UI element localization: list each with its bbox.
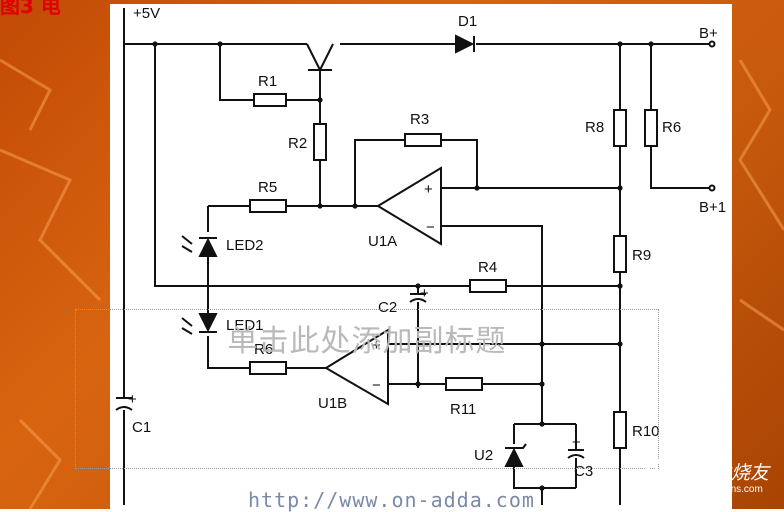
subtitle-placeholder-text: 单击此处添加副标题 xyxy=(227,324,507,359)
svg-text:+: + xyxy=(572,434,581,451)
svg-text:−: − xyxy=(426,219,435,236)
label-r9: R9 xyxy=(632,247,651,264)
label-r10: R10 xyxy=(632,423,660,440)
label-u2: U2 xyxy=(474,447,493,464)
label-r1: R1 xyxy=(258,73,277,90)
svg-text:−: − xyxy=(372,377,381,394)
label-r11: R11 xyxy=(450,401,476,418)
svg-text:+: + xyxy=(420,285,429,302)
svg-text:+: + xyxy=(424,181,433,198)
svg-text:+: + xyxy=(372,337,381,354)
source-url: http://www.on-adda.com xyxy=(248,488,535,512)
svg-text:+: + xyxy=(128,391,137,408)
label-r5: R5 xyxy=(258,179,277,196)
label-r6-left: R6 xyxy=(254,341,273,358)
circuit-diagram: + − + − + + + +5V D1 B+ B+1 R1 R2 R3 R5 … xyxy=(115,5,726,505)
label-c2: C2 xyxy=(378,299,397,316)
slide-title: 图3 电 xyxy=(0,0,61,18)
output-label-b1: B+1 xyxy=(699,199,726,216)
circuit-figure: + − + − + + + +5V D1 B+ B+1 R1 R2 R3 R5 … xyxy=(110,4,732,509)
subtitle-placeholder[interactable]: 单击此处添加副标题 xyxy=(75,309,659,469)
label-r2: R2 xyxy=(288,135,307,152)
logo-name: 电子发烧友 xyxy=(674,462,770,484)
label-r6: R6 xyxy=(662,119,681,136)
label-r3: R3 xyxy=(410,111,429,128)
logo-domain: www.elecfans.com xyxy=(680,484,763,495)
label-u1a: U1A xyxy=(368,233,397,250)
label-led2: LED2 xyxy=(226,237,264,254)
label-d1: D1 xyxy=(458,13,477,30)
output-label-b: B+ xyxy=(699,25,718,42)
label-u1b: U1B xyxy=(318,395,347,412)
elecfans-logo: 电子发烧友 www.elecfans.com xyxy=(636,452,782,504)
label-led1: LED1 xyxy=(226,317,264,334)
power-label: +5V xyxy=(133,5,160,22)
label-r8: R8 xyxy=(585,119,604,136)
label-c1: C1 xyxy=(132,419,151,436)
label-r4: R4 xyxy=(478,259,497,276)
label-c3: C3 xyxy=(574,463,593,480)
logo-icon xyxy=(638,455,674,501)
